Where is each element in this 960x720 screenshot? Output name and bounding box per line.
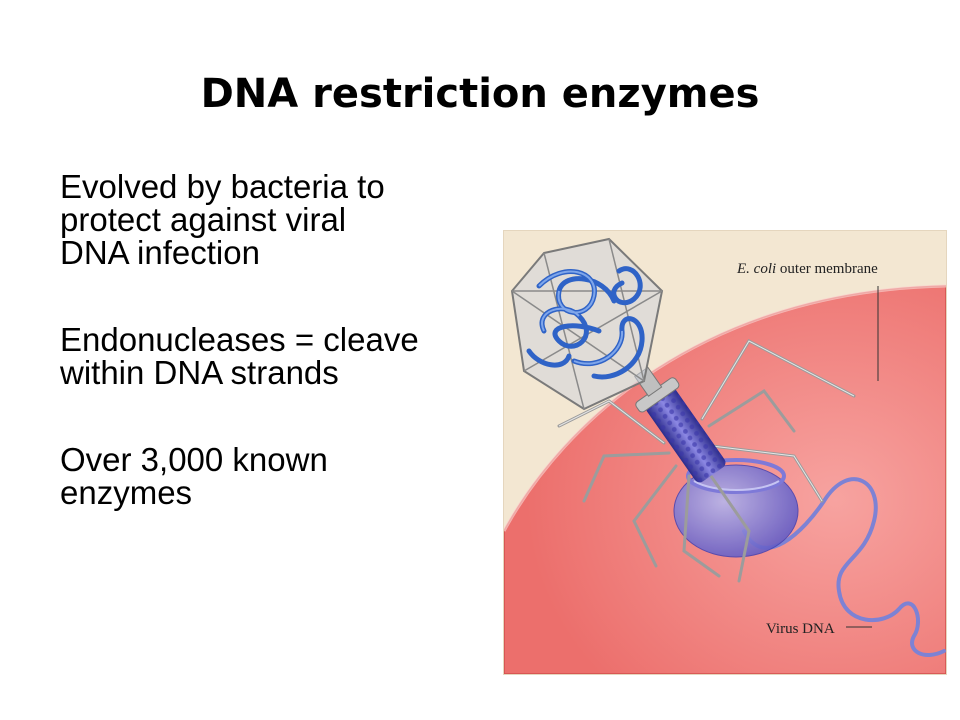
bullet-item: Endonucleases = cleave within DNA strand… [60, 323, 520, 389]
bullet-line: Evolved by bacteria to [60, 168, 385, 205]
membrane-label: E. coli outer membrane [736, 261, 878, 277]
bullet-item: Over 3,000 known enzymes [60, 443, 520, 509]
bullet-line: protect against viral [60, 201, 347, 238]
slide-title: DNA restriction enzymes [200, 71, 760, 117]
bullet-line: enzymes [60, 474, 193, 511]
cell-membrane-edge [504, 284, 946, 532]
bullet-line: within DNA strands [60, 354, 339, 391]
bullet-list: Evolved by bacteria to protect against v… [60, 170, 520, 563]
virus-dna-label: Virus DNA [766, 621, 835, 637]
bullet-line: Over 3,000 known [60, 441, 328, 478]
virus-dna-strand [742, 477, 946, 657]
capsid-head [510, 237, 664, 411]
bullet-line: DNA infection [60, 234, 260, 271]
bacteriophage-illustration: E. coli outer membrane Virus DNA [503, 230, 947, 675]
bullet-line: Endonucleases = cleave [60, 321, 419, 358]
bullet-item: Evolved by bacteria to protect against v… [60, 170, 520, 269]
bacteriophage-svg: E. coli outer membrane Virus DNA [504, 237, 946, 674]
